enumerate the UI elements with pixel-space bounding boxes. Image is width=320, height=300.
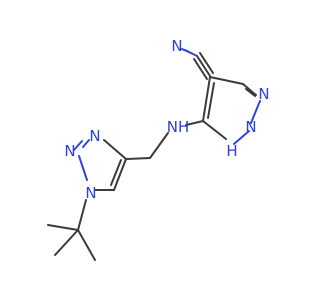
nitrile-group [181, 48, 214, 80]
nitrile-n-label: N [171, 37, 182, 55]
pyrazole-n2-label: N [258, 85, 269, 103]
amine-linker [125, 120, 204, 160]
triazole-n3-label: N [89, 127, 100, 145]
triazole-n2-label: N [64, 142, 75, 160]
pyrazole-n1-label: N [245, 118, 256, 136]
pyrazole-ring [202, 76, 261, 145]
pyrazole-h-label: H [226, 142, 237, 160]
molecule-structure: N NH N N H N N N [47, 37, 270, 261]
amine-nh-label: NH [167, 118, 190, 136]
triazole-n1-label: N [85, 184, 96, 202]
triazole-ring [73, 139, 127, 191]
tert-butyl-group [47, 199, 96, 261]
